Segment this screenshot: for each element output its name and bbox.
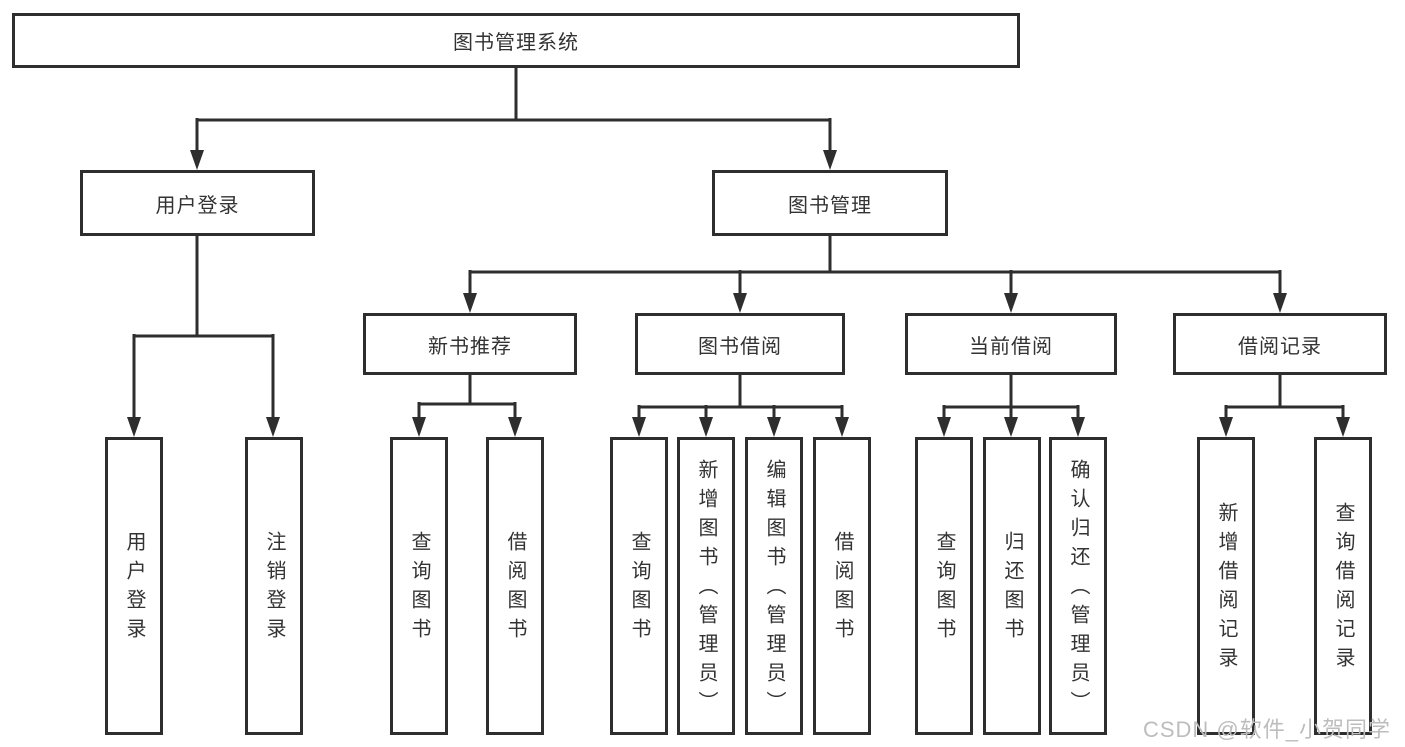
node-book-management: 图书管理 [712,170,948,236]
leaf-add-book-admin: 新增图书（管理员） [677,437,735,735]
node-borrow-record: 借阅记录 [1173,313,1387,375]
node-root-system: 图书管理系统 [12,13,1020,68]
csdn-watermark: CSDN @软件_小贺同学 [1142,717,1391,742]
leaf-borrow-book: 借阅图书 [813,437,871,735]
leaf-return-book: 归还图书 [983,437,1041,735]
leaf-logout: 注销登录 [245,437,303,735]
leaf-query-book-borrow: 查询图书 [610,437,668,735]
node-user-login: 用户登录 [80,170,315,236]
leaf-edit-book-admin: 编辑图书（管理员） [745,437,803,735]
leaf-query-book-current: 查询图书 [915,437,973,735]
node-book-borrow: 图书借阅 [635,313,845,375]
leaf-confirm-return-admin: 确认归还（管理员） [1049,437,1107,735]
node-current-borrow: 当前借阅 [905,313,1117,375]
leaf-add-borrow-record: 新增借阅记录 [1197,437,1255,735]
leaf-borrow-book-recommend: 借阅图书 [486,437,544,735]
leaf-query-book-recommend: 查询图书 [390,437,448,735]
node-new-book-recommend: 新书推荐 [363,313,577,375]
leaf-user-login: 用户登录 [105,437,163,735]
leaf-query-borrow-record: 查询借阅记录 [1314,437,1372,735]
